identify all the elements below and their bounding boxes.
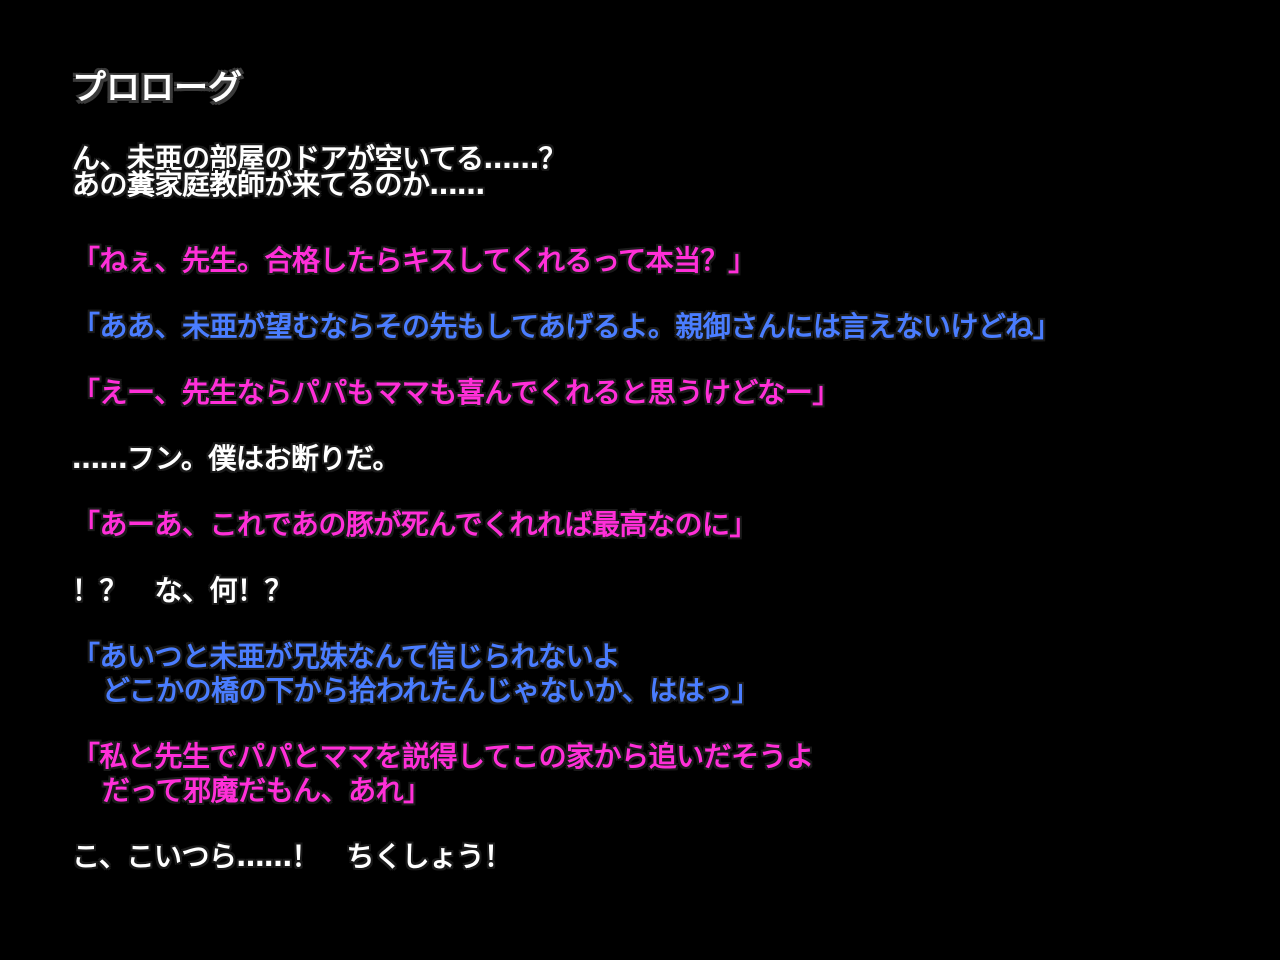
narration-line-2: ……フン。僕はお断りだ。 [72,442,401,476]
text-row: どこかの橋の下から拾われたんじゃないか、ははっ」 [102,674,760,707]
dialogue-line-female-3: 「あーあ、これであの豚が死んでくれれば最高なのに」 [72,508,757,542]
text-row: 「えー、先生ならパパもママも喜んでくれると思うけどなー」 [72,376,840,409]
text-row: ……フン。僕はお断りだ。 [72,442,401,475]
text-row: ん、未亜の部屋のドアが空いてる……？ [72,142,567,175]
dialogue-line-female-4: 「私と先生でパパとママを説得してこの家から追いだそうよ だって邪魔だもん、あれ」 [72,740,814,808]
text-row: ！？ な、何！？ [72,574,293,607]
text-row: こ、こいつら……！ ちくしょう！ [72,840,512,873]
dialogue-line-female-1: 「ねぇ、先生。合格したらキスしてくれるって本当？」 [72,244,756,278]
narration-line-4: こ、こいつら……！ ちくしょう！ [72,840,512,874]
chapter-title: プロローグ [72,68,242,108]
dialogue-line-female-2: 「えー、先生ならパパもママも喜んでくれると思うけどなー」 [72,376,840,410]
narration-line-1: ん、未亜の部屋のドアが空いてる……？ あの糞家庭教師が来てるのか…… [72,142,567,202]
text-row: 「ねぇ、先生。合格したらキスしてくれるって本当？」 [72,244,756,277]
text-row: 「私と先生でパパとママを説得してこの家から追いだそうよ [72,740,814,773]
text-row: 「あいつと未亜が兄妹なんて信じられないよ [72,640,621,673]
text-row: あの糞家庭教師が来てるのか…… [72,168,485,201]
dialogue-line-male-1: 「ああ、未亜が望むならその先もしてあげるよ。親御さんには言えないけどね」 [72,310,1061,344]
text-row: だって邪魔だもん、あれ」 [102,774,431,807]
narration-line-3: ！？ な、何！？ [72,574,293,608]
dialogue-line-male-2: 「あいつと未亜が兄妹なんて信じられないよ どこかの橋の下から拾われたんじゃないか… [72,640,760,708]
text-row: 「ああ、未亜が望むならその先もしてあげるよ。親御さんには言えないけどね」 [72,310,1061,343]
text-row: 「あーあ、これであの豚が死んでくれれば最高なのに」 [72,508,757,541]
